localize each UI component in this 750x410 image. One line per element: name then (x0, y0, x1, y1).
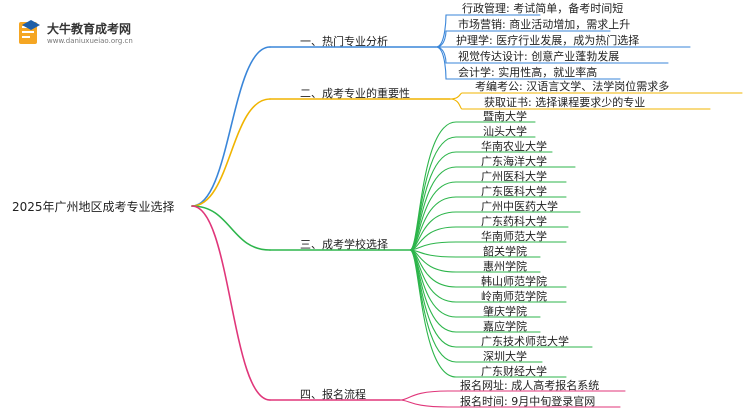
branch-importance: 二、成考专业的重要性 (300, 87, 410, 100)
leaf-item: 考编考公: 汉语言文学、法学岗位需求多 (475, 80, 670, 93)
branch-connector (191, 98, 271, 207)
leaf-item: 韶关学院 (483, 245, 527, 258)
leaf-item: 深圳大学 (483, 350, 527, 363)
branch-hot-majors: 一、热门专业分析 (300, 35, 388, 48)
brand-logo-icon (13, 18, 43, 48)
brand-url: www.daniuxueiao.org.cn (47, 37, 133, 45)
leaf-connector (399, 399, 621, 408)
leaf-item: 广州中医药大学 (481, 200, 558, 213)
leaf-item: 广东药科大学 (481, 215, 547, 228)
leaf-connector (449, 98, 711, 110)
leaf-item: 广州医科大学 (481, 170, 547, 183)
leaf-item: 行政管理: 考试简单，备考时间短 (462, 2, 624, 15)
leaf-item: 华南师范大学 (481, 230, 547, 243)
leaf-connector (435, 14, 541, 48)
leaf-item: 华南农业大学 (481, 140, 547, 153)
branch-connector (191, 46, 271, 207)
branch-schools: 三、成考学校选择 (300, 238, 388, 251)
leaf-item: 惠州学院 (483, 260, 527, 273)
leaf-item: 报名时间: 9月中旬登录官网 (460, 395, 596, 408)
leaf-item: 广东海洋大学 (481, 155, 547, 168)
leaf-item: 广东医科大学 (481, 185, 547, 198)
leaf-item: 广东财经大学 (481, 365, 547, 378)
leaf-item: 报名网址: 成人高考报名系统 (460, 379, 600, 392)
leaf-item: 广东技术师范大学 (481, 335, 569, 348)
leaf-item: 获取证书: 选择课程要求少的专业 (484, 96, 646, 109)
leaf-item: 岭南师范学院 (481, 290, 547, 303)
leaf-item: 视觉传达设计: 创意产业蓬勃发展 (458, 50, 620, 63)
leaf-item: 会计学: 实用性高，就业率高 (458, 66, 598, 79)
mindmap-edges (191, 14, 743, 408)
leaf-item: 暨南大学 (483, 110, 527, 123)
leaf-connector (435, 30, 611, 48)
leaf-item: 护理学: 医疗行业发展，成为热门选择 (456, 34, 640, 47)
leaf-item: 韩山师范学院 (481, 275, 547, 288)
leaf-item: 嘉应学院 (483, 320, 527, 333)
branch-process: 四、报名流程 (300, 388, 366, 401)
leaf-connector (399, 390, 626, 401)
leaf-item: 肇庆学院 (483, 305, 527, 318)
leaf-item: 市场营销: 商业活动增加，需求上升 (458, 18, 631, 31)
root-topic: 2025年广州地区成考专业选择 (12, 200, 175, 214)
brand-name: 大牛教育成考网 (47, 22, 132, 36)
leaf-connector (435, 46, 621, 80)
leaf-connector (409, 249, 567, 378)
branch-connector (191, 205, 271, 401)
leaf-item: 汕头大学 (483, 125, 527, 138)
branch-connector (191, 205, 271, 251)
